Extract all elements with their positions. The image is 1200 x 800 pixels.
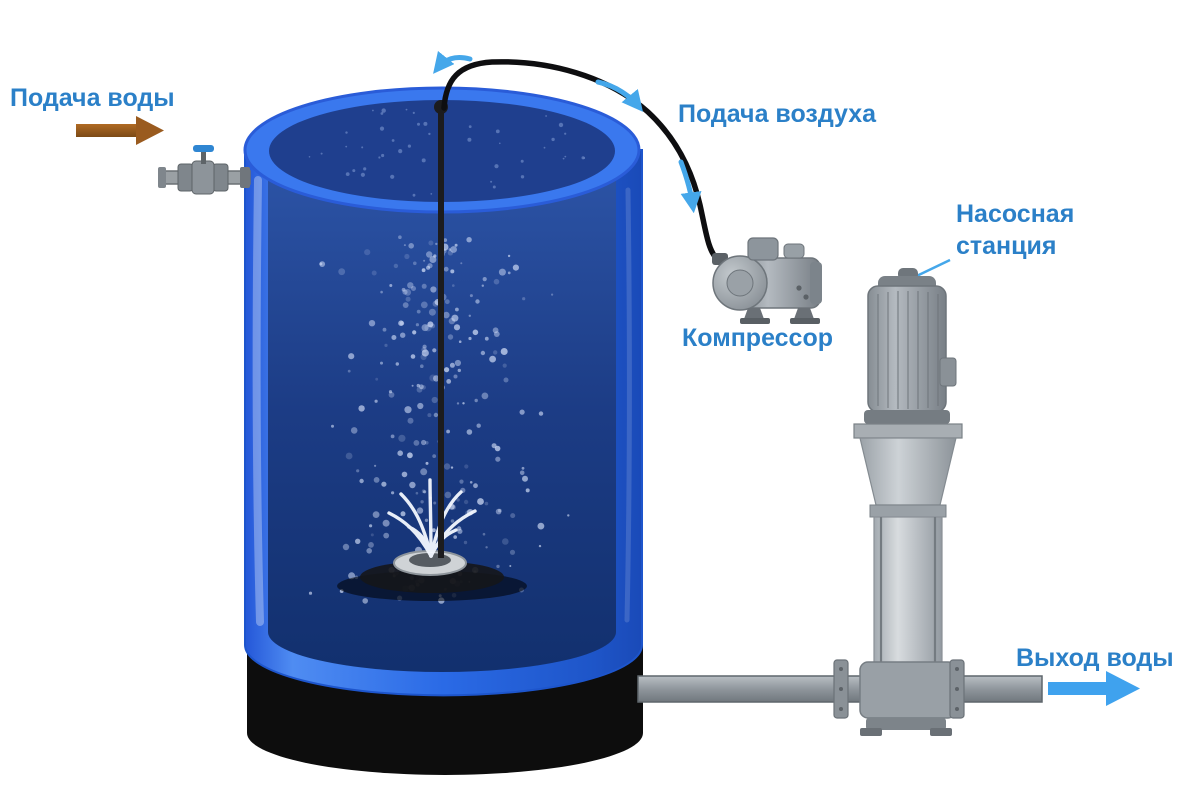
surface-dots xyxy=(308,108,586,197)
air-arrow-3 xyxy=(678,159,702,214)
compressor xyxy=(712,237,822,324)
pump-station xyxy=(833,258,965,736)
air-arrow-1 xyxy=(433,50,473,74)
air-arrow-2 xyxy=(595,79,643,112)
label-air-supply: Подача воздуха xyxy=(678,100,877,128)
pump-terminal-box xyxy=(939,357,957,387)
pump-lantern xyxy=(859,437,957,506)
valve-body xyxy=(191,160,215,195)
water-outlet-arrow xyxy=(1048,671,1140,706)
label-water-supply: Подача воды xyxy=(10,84,175,112)
air-flow-arrows xyxy=(433,50,702,214)
water-inlet-arrow xyxy=(76,116,164,145)
aeration-tank xyxy=(243,86,643,697)
label-pump-station-line2: станция xyxy=(956,232,1056,260)
inlet-valve xyxy=(158,145,251,195)
pump-motor xyxy=(867,285,947,413)
valve-handle xyxy=(193,145,214,152)
label-pump-station-line1: Насосная xyxy=(956,200,1074,228)
label-compressor: Компрессор xyxy=(682,324,833,352)
aerator xyxy=(337,478,527,601)
pump-casing xyxy=(859,661,957,719)
pump-barrel xyxy=(873,516,943,668)
glass-highlight xyxy=(252,176,264,626)
label-water-outlet: Выход воды xyxy=(1016,644,1174,672)
